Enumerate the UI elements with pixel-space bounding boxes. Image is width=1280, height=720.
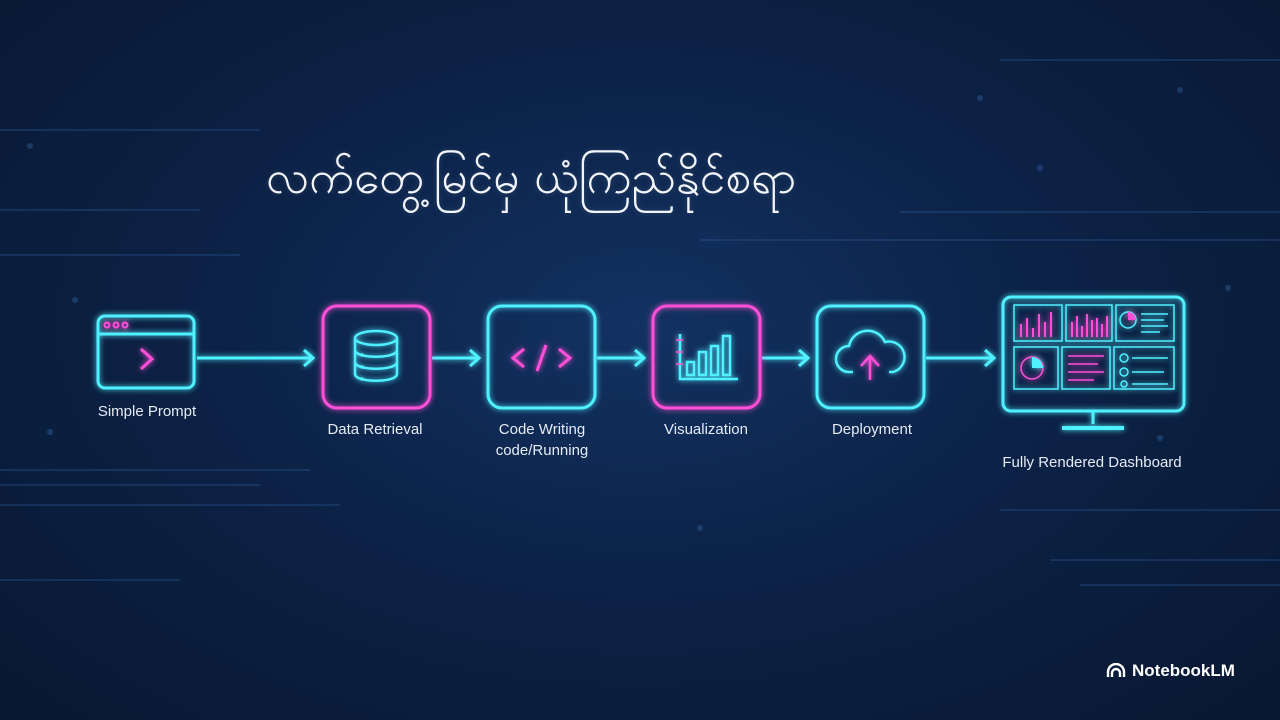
cloud-upload-icon <box>815 304 926 410</box>
brand-watermark: NotebookLM <box>1106 658 1235 684</box>
connector-arrows <box>197 348 997 368</box>
notebooklm-logo-icon <box>1106 663 1126 677</box>
code-brackets-icon <box>486 304 597 410</box>
bar-chart-icon <box>651 304 762 410</box>
database-icon <box>321 304 432 410</box>
step-label-simple-prompt: Simple Prompt <box>97 403 197 420</box>
step-label-dashboard: Fully Rendered Dashboard <box>1002 454 1182 471</box>
arrow-5 <box>926 348 997 368</box>
dashboard-monitor-icon <box>1001 295 1186 430</box>
arrow-2 <box>432 348 482 368</box>
step-label-data-retrieval: Data Retrieval <box>327 421 423 438</box>
step-label-visualization: Visualization <box>664 421 748 438</box>
arrow-4 <box>762 348 811 368</box>
step-label-code-writing: Code Writing code/Running <box>495 421 589 459</box>
terminal-window-icon <box>96 314 196 390</box>
brand-name: NotebookLM <box>1132 661 1235 680</box>
arrow-3 <box>597 348 647 368</box>
step-label-deployment: Deployment <box>831 421 913 438</box>
page-title: လက်တွေ့မြင်မှ ယုံကြည်နိုင်စရာ <box>266 150 797 204</box>
arrow-1 <box>197 348 316 368</box>
